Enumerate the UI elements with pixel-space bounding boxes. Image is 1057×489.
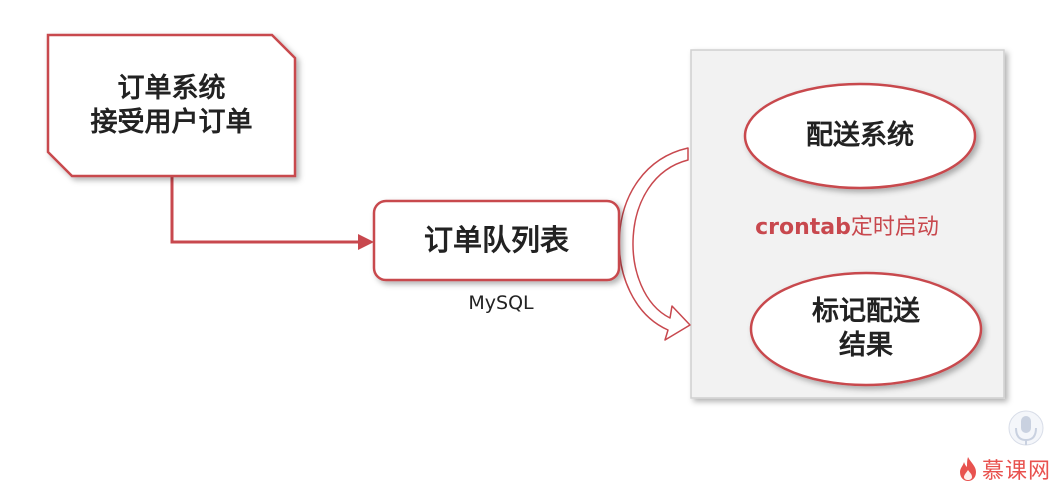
mark-result-line1: 标记配送 [812,296,920,328]
mark-result-label: 标记配送 结果 [751,273,981,385]
crontab-label-rest: 定时启动 [850,215,939,240]
microphone-icon[interactable] [1008,410,1044,446]
delivery-system-label: 配送系统 [745,84,975,188]
mark-result-line2: 结果 [839,330,893,361]
curved-arrow-loop [618,147,691,341]
flame-icon [959,457,976,481]
order-queue-text: 订单队列表 [423,223,569,258]
order-system-node[interactable] [46,33,297,178]
mysql-caption: MySQL [468,292,534,314]
mark-result-node[interactable] [749,271,983,387]
delivery-system-text: 配送系统 [806,120,914,152]
delivery-system-node[interactable] [743,82,977,190]
watermark-text: 慕课网 [981,459,1051,484]
order-system-line1: 订单系统 [117,72,226,104]
order-queue-label: 订单队列表 [374,201,619,280]
crontab-label: crontab定时启动 [722,209,972,241]
order-queue-node[interactable] [372,199,621,282]
crontab-label-bold: crontab [755,215,851,240]
order-system-label: 订单系统 接受用户订单 [48,35,295,176]
connector-order-to-queue [170,176,362,244]
order-system-line2: 接受用户订单 [90,106,253,138]
arrowhead-order-to-queue [358,234,374,250]
watermark-logo: 慕课网 [958,453,1051,485]
